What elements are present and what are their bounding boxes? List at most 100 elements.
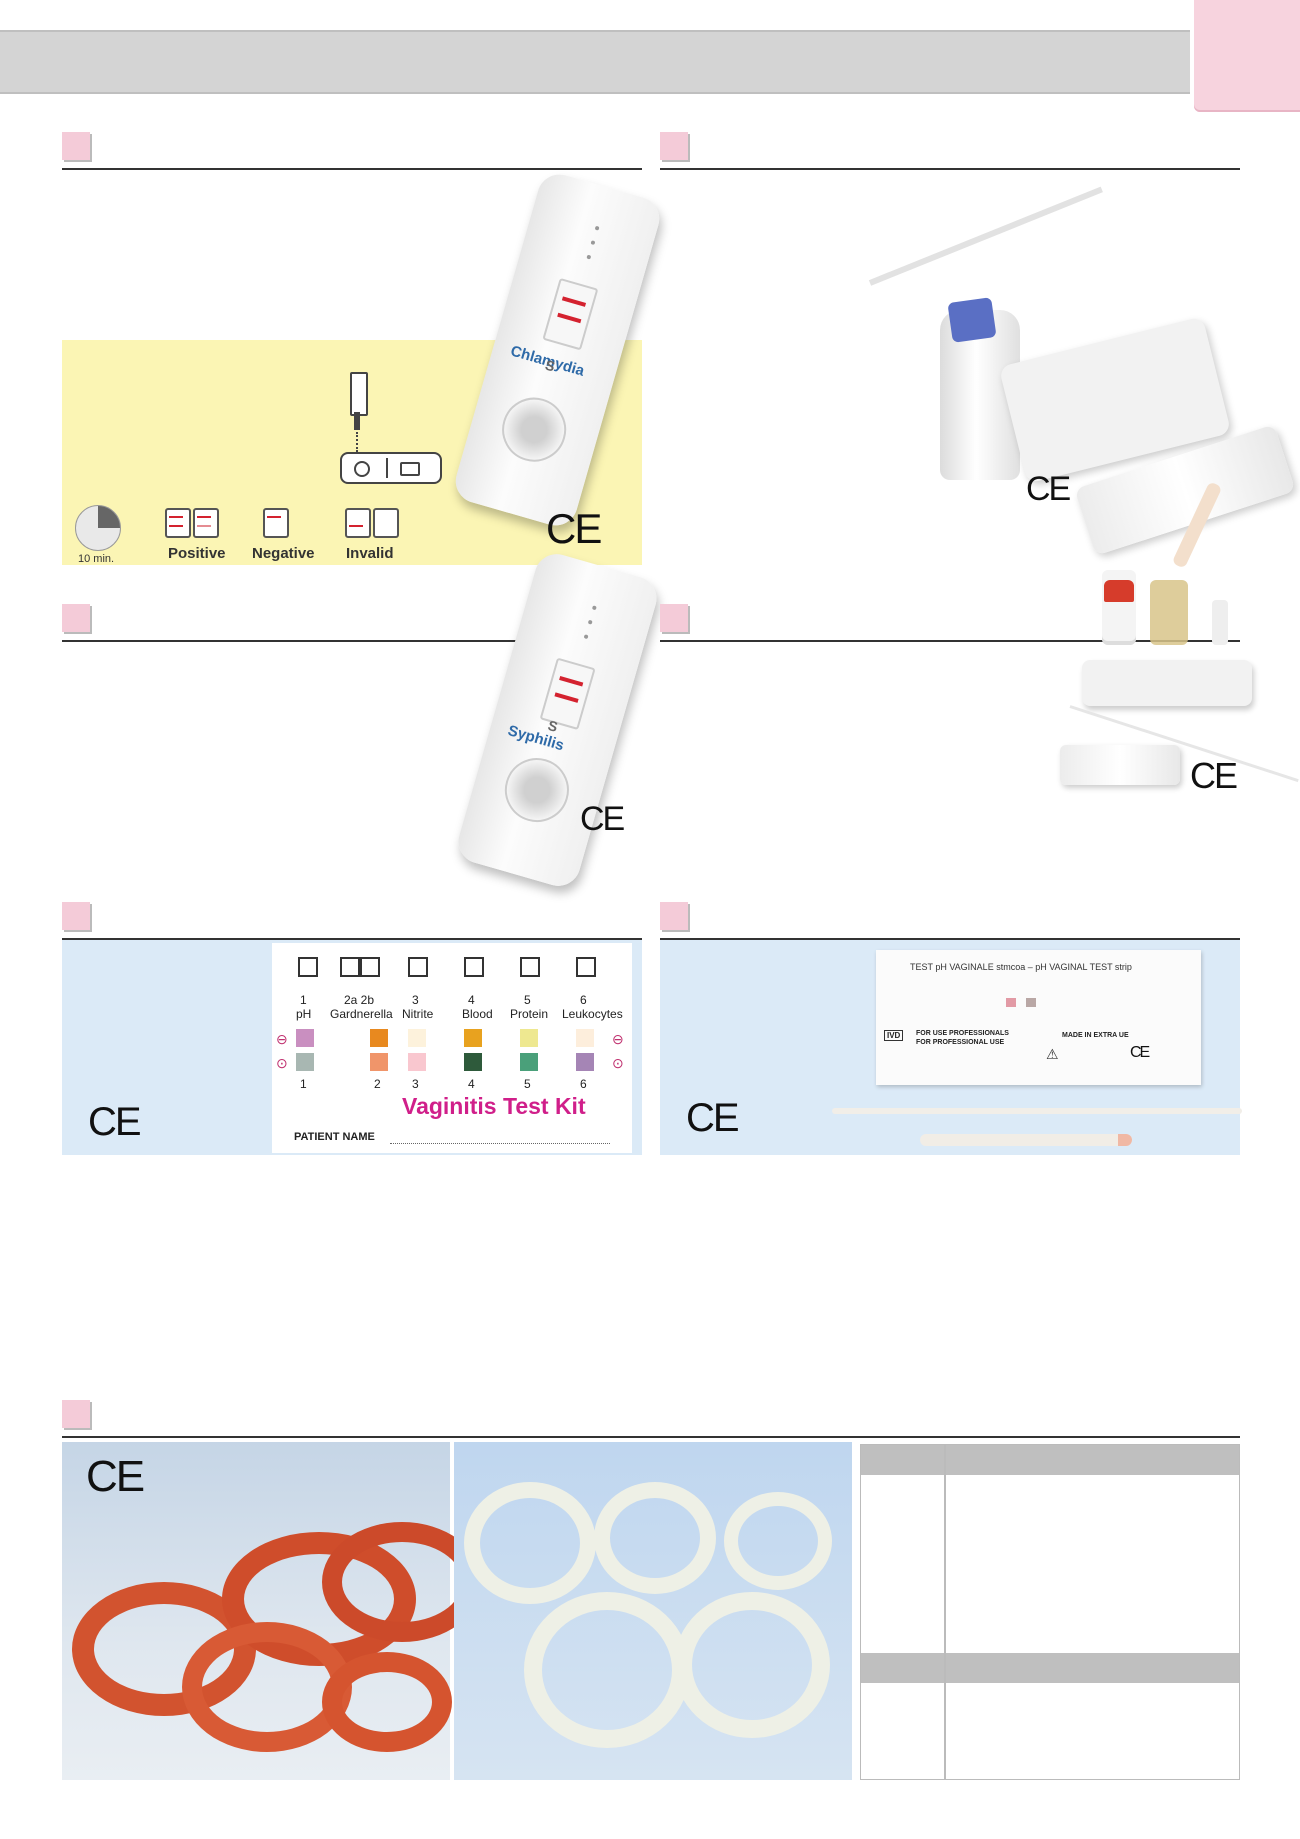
section-a-marker xyxy=(62,132,90,160)
result-invalid: Invalid xyxy=(346,545,394,562)
red-cap-image xyxy=(1104,580,1134,602)
timer-label: 10 min. xyxy=(78,553,115,565)
pack-line-2: FOR PROFESSIONAL USE xyxy=(916,1039,1005,1046)
pack-line-1: FOR USE PROFESSIONALS xyxy=(916,1030,1009,1037)
section-d-marker xyxy=(660,604,688,632)
section-c-marker xyxy=(62,604,90,632)
bottom-num-3: 3 xyxy=(412,1077,419,1091)
section-b-heading xyxy=(660,128,1240,170)
neg-sign-left: ⊖ xyxy=(276,1031,288,1047)
section-c-heading xyxy=(62,600,642,642)
positive-cards-icon xyxy=(165,508,221,543)
clear-rings-photo xyxy=(454,1442,852,1780)
bottom-num-5: 5 xyxy=(524,1077,531,1091)
bottom-num-4: 4 xyxy=(468,1077,475,1091)
col-label-protein: Protein xyxy=(510,1007,549,1021)
result-negative: Negative xyxy=(252,545,315,562)
col-num-blood: 4 xyxy=(468,993,475,1007)
ph-swab-image xyxy=(832,1108,1242,1114)
result-positive: Positive xyxy=(168,545,226,562)
col-label-nitrite: Nitrite xyxy=(402,1007,434,1021)
vaginitis-card: 1 2a 2b 3 4 5 6 pH Gardnerella Nitrite B… xyxy=(272,943,632,1153)
col-num-gardnerella: 2a 2b xyxy=(344,993,375,1007)
ivd-badge: IVD xyxy=(884,1030,904,1041)
reagent-rack-image xyxy=(1082,660,1252,706)
reagent-bottle-yellow-image xyxy=(1150,580,1188,645)
spec-table-header-2 xyxy=(861,1653,1239,1683)
checkbox-leukocytes[interactable] xyxy=(576,957,596,977)
swatch-pos-leukocytes xyxy=(576,1053,594,1071)
swatch-pos-gardnerella xyxy=(370,1053,388,1071)
section-d-heading xyxy=(660,600,1240,642)
patient-name-label: PATIENT NAME xyxy=(294,1131,375,1143)
ce-mark-c: CE xyxy=(580,800,625,838)
section-f-marker xyxy=(660,902,688,930)
bottom-num-1: 1 xyxy=(300,1077,307,1091)
col-label-gardnerella: Gardnerella xyxy=(330,1007,393,1021)
checkbox-ph[interactable] xyxy=(298,957,318,977)
checkbox-blood[interactable] xyxy=(464,957,484,977)
section-f-heading xyxy=(660,898,1240,940)
pipette-tip-icon xyxy=(354,412,360,430)
section-b-marker xyxy=(660,132,688,160)
pipette-icon xyxy=(350,372,368,416)
drop-line-icon xyxy=(356,432,360,452)
col-num-ph: 1 xyxy=(300,993,307,1007)
vaginitis-title: Vaginitis Test Kit xyxy=(402,1093,586,1119)
swatch-pos-nitrite xyxy=(408,1053,426,1071)
swatch-neg-gardnerella xyxy=(370,1029,388,1047)
section-g-heading xyxy=(62,1396,1240,1438)
neg-sign-right: ⊖ xyxy=(612,1031,624,1047)
bottle-cap-image xyxy=(947,297,997,343)
checkbox-nitrite[interactable] xyxy=(408,957,428,977)
red-rings-photo: CE xyxy=(62,1442,482,1780)
col-num-protein: 5 xyxy=(524,993,531,1007)
page-tab xyxy=(1194,0,1300,112)
checkbox-gardnerella-b[interactable] xyxy=(360,957,380,977)
ce-mark-e: CE xyxy=(88,1100,142,1144)
swatch-pos-blood xyxy=(464,1053,482,1071)
section-e-marker xyxy=(62,902,90,930)
spec-table-divider xyxy=(944,1445,946,1779)
swatch-neg-protein xyxy=(520,1029,538,1047)
ce-mark-b: CE xyxy=(1026,470,1071,508)
warning-icon: ⚠ xyxy=(1046,1046,1059,1062)
device-diagram-icon xyxy=(340,452,442,484)
swatch-neg-ph xyxy=(296,1029,314,1047)
header-bar xyxy=(0,30,1190,94)
rapid-cassette-image xyxy=(1060,745,1180,785)
spec-table-header-1 xyxy=(861,1445,1239,1475)
swatch-neg-blood xyxy=(464,1029,482,1047)
ce-mark-a: CE xyxy=(546,505,602,552)
section-e-heading xyxy=(62,898,642,940)
col-num-nitrite: 3 xyxy=(412,993,419,1007)
swatch-neg-nitrite xyxy=(408,1029,426,1047)
ph-test-pack: TEST pH VAGINALE stmcoa – pH VAGINAL TES… xyxy=(876,950,1201,1085)
swab-image xyxy=(868,186,1103,286)
col-num-leukocytes: 6 xyxy=(580,993,587,1007)
negative-card-icon xyxy=(263,508,291,543)
ce-mark-f: CE xyxy=(686,1096,740,1140)
pack-ce: CE xyxy=(1130,1044,1150,1061)
pos-sign-right: ⊙ xyxy=(612,1055,624,1071)
vial-image xyxy=(1212,600,1228,645)
col-label-leukocytes: Leukocytes xyxy=(562,1007,623,1021)
checkbox-protein[interactable] xyxy=(520,957,540,977)
section-a-heading xyxy=(62,128,642,170)
ce-mark-d: CE xyxy=(1190,755,1238,796)
invalid-cards-icon xyxy=(345,508,401,543)
pack-swatch-2 xyxy=(1026,998,1036,1007)
made-in-label: MADE IN EXTRA UE xyxy=(1062,1032,1129,1039)
checkbox-gardnerella-a[interactable] xyxy=(340,957,360,977)
spec-table xyxy=(860,1444,1240,1780)
col-label-ph: pH xyxy=(296,1007,312,1021)
pack-title: TEST pH VAGINALE stmcoa – pH VAGINAL TES… xyxy=(910,962,1132,972)
swatch-pos-protein xyxy=(520,1053,538,1071)
ph-tube-image xyxy=(920,1134,1132,1146)
ce-mark-g: CE xyxy=(86,1452,145,1501)
pos-sign-left: ⊙ xyxy=(276,1055,288,1071)
section-g-marker xyxy=(62,1400,90,1428)
pack-swatch-1 xyxy=(1006,998,1016,1007)
swatch-neg-leukocytes xyxy=(576,1029,594,1047)
timer-icon xyxy=(75,505,121,551)
